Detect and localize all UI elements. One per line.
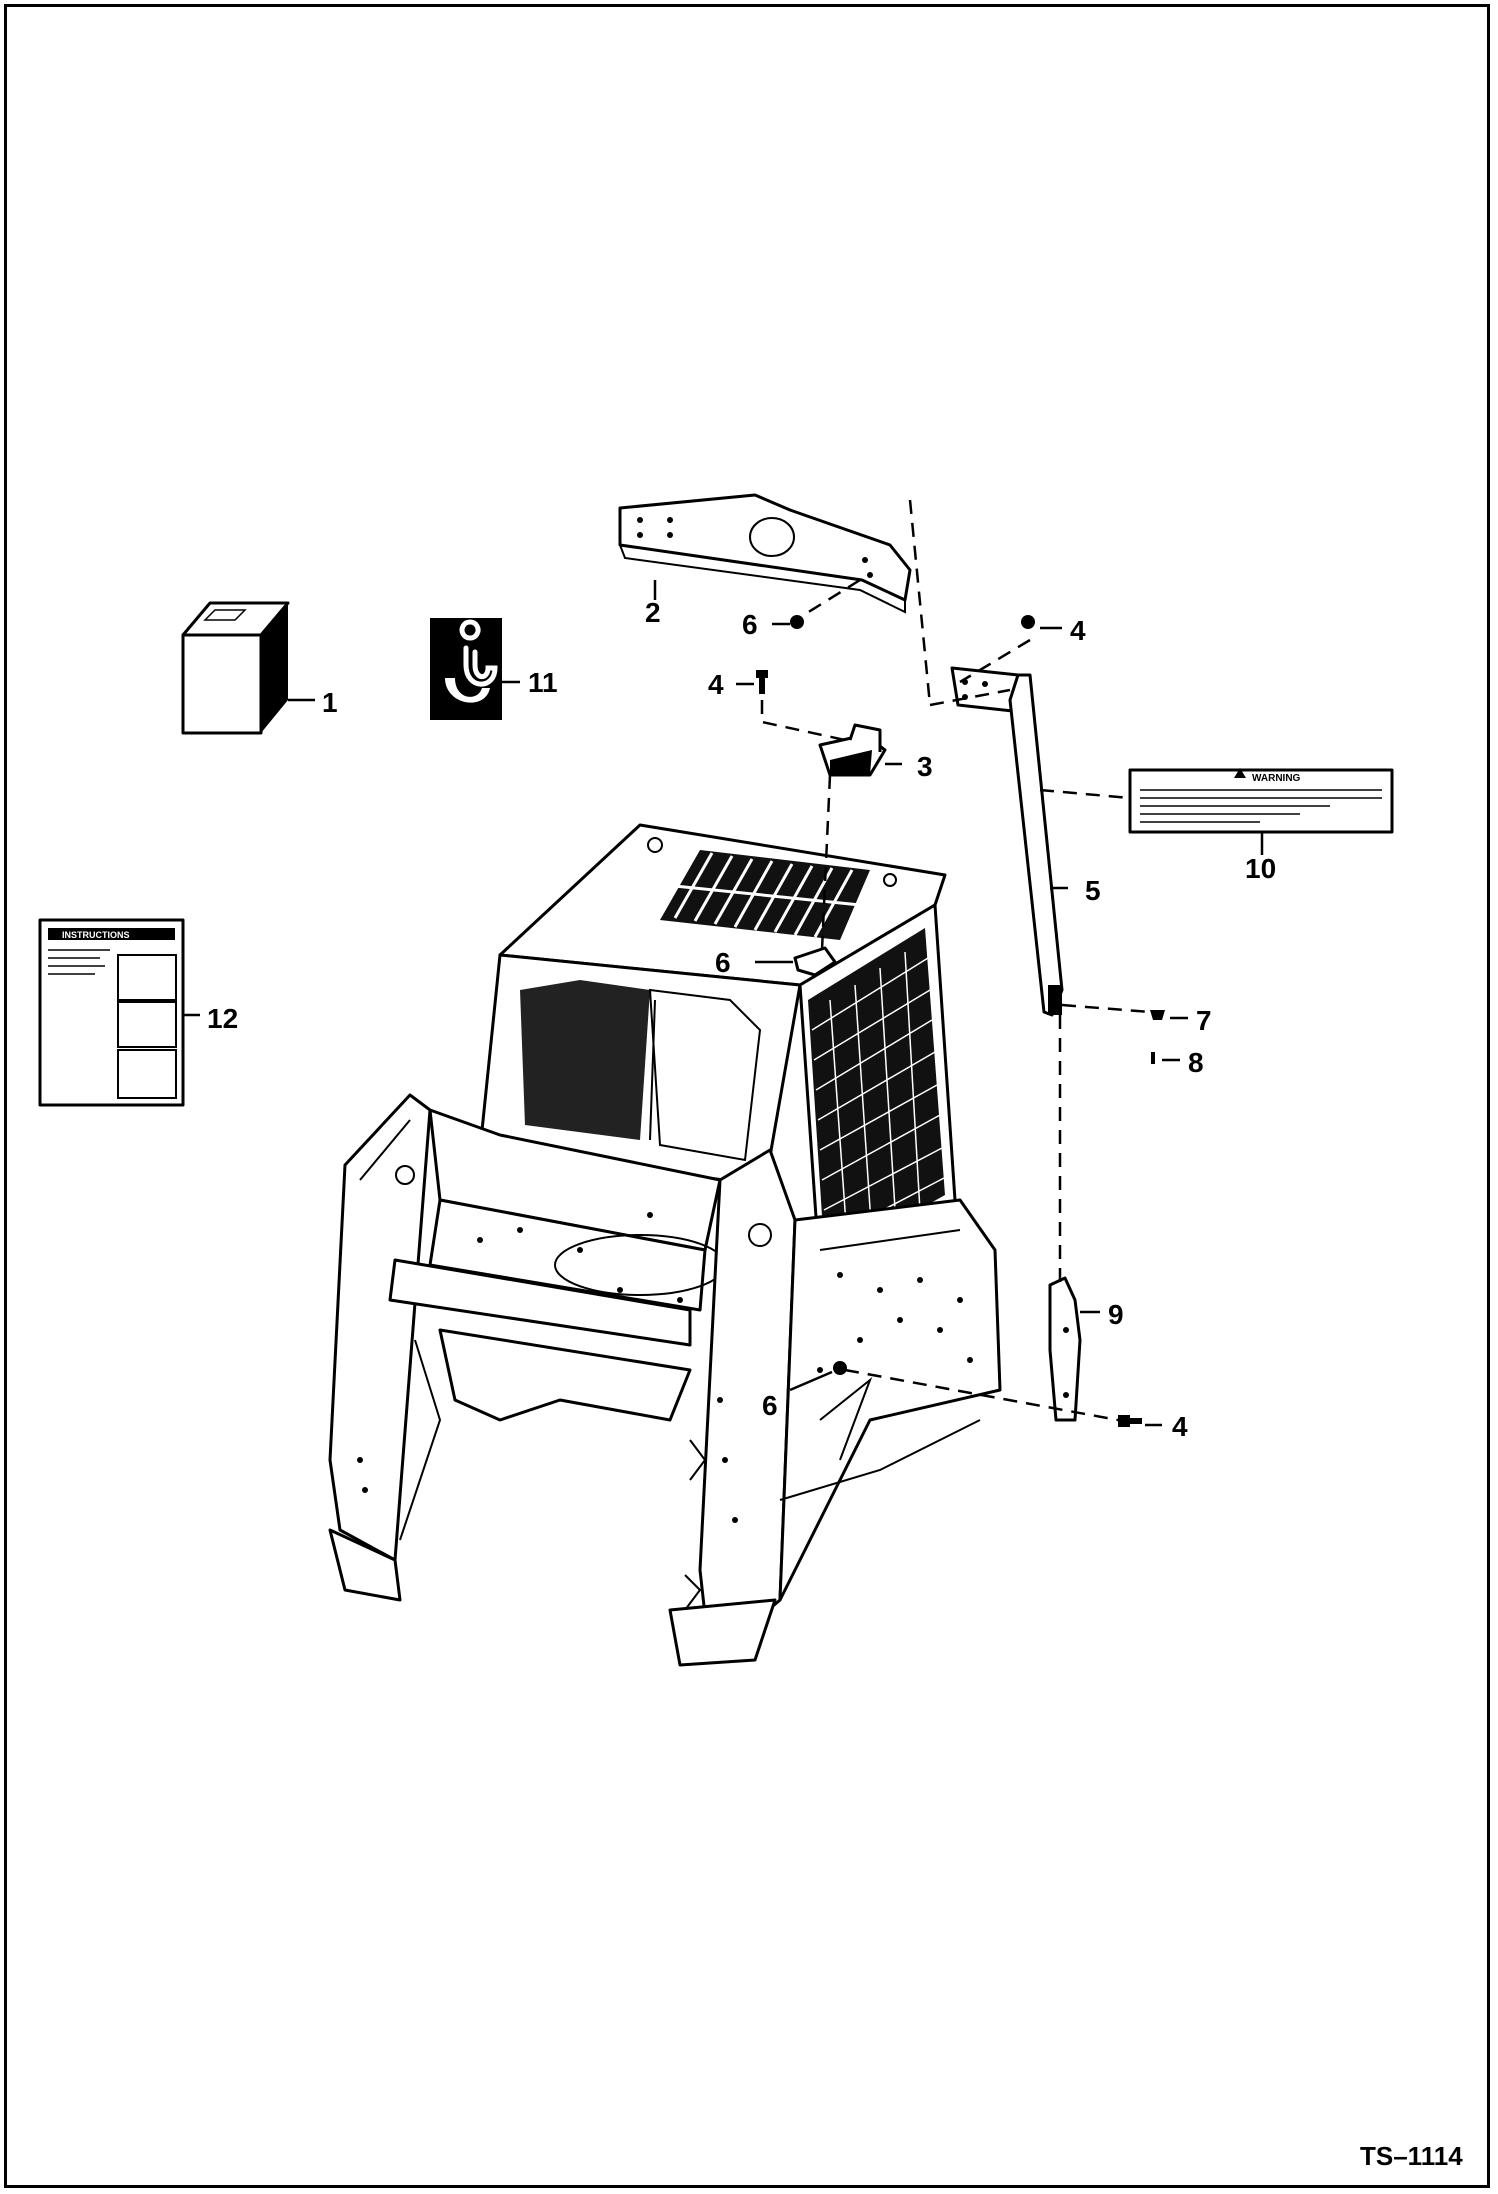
part-2-mounting-bracket [618,493,912,614]
decal-10-title: WARNING [1252,773,1301,784]
loader-main-frame [328,823,1002,1667]
callout-6b: 6 [715,947,731,978]
sheet-border [4,4,1490,2188]
part-10-warning-decal: WARNING [1128,768,1394,834]
part-3-clip [818,723,887,777]
part-9-lower-bracket [1048,1276,1082,1422]
callout-2: 2 [645,597,661,628]
part-4-bolt-left [756,670,768,694]
part-11-hook-decal [430,618,502,720]
callout-11: 11 [528,667,558,698]
callout-9: 9 [1108,1299,1124,1330]
part-6-nut-bottom [833,1361,847,1375]
assembly-lines [760,499,1151,1422]
part-4-bolt-top [1021,615,1035,629]
callout-3: 3 [917,751,933,782]
lifting-hook-icon [459,619,498,687]
part-1-operation-manual [181,601,290,735]
callout-5: 5 [1085,875,1101,906]
part-7-pin [1150,1010,1165,1020]
figure-id: TS–1114 [1360,2141,1463,2171]
warning-triangle-icon [1234,768,1246,778]
callout-8: 8 [1188,1047,1204,1078]
part-4-bolt-bottom [1118,1415,1142,1427]
part-6-nut-top [790,615,804,629]
callout-7: 7 [1196,1005,1212,1036]
part-6-nut-middle [793,946,837,977]
part-12-instruction-decal: INSTRUCTIONS [38,918,185,1107]
callout-1: 1 [322,687,338,718]
callout-12: 12 [207,1003,238,1034]
decal-12-title: INSTRUCTIONS [62,930,130,940]
callout-labels: 1 2 3 4 4 4 5 6 6 6 7 8 9 10 11 12 [207,597,1276,1442]
callout-4b: 4 [1070,615,1086,646]
callout-10: 10 [1245,853,1276,884]
leader-6c [789,1370,833,1392]
callout-4a: 4 [708,669,724,700]
part-5-support-strap [950,666,1064,1017]
callout-4c: 4 [1172,1411,1188,1442]
callout-6a: 6 [742,609,758,640]
part-8-cotter [1151,1052,1155,1064]
callout-6c: 6 [762,1390,778,1421]
